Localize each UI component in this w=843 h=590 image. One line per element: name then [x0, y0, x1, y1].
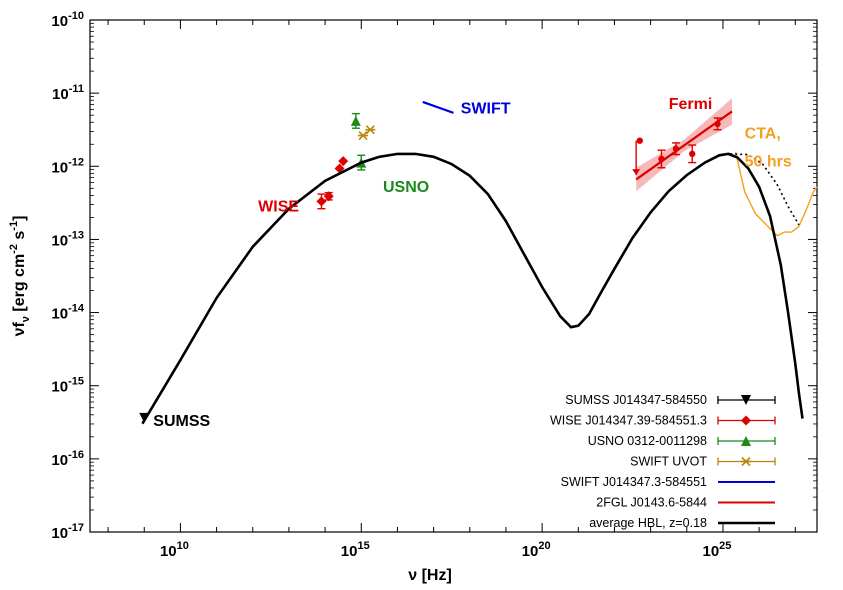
legend-label: 2FGL J0143.6-5844 [596, 496, 707, 510]
tick-labels: 1010 1015 1020 1025 10-10 10-11 10-12 10-13 10-1… [51, 10, 731, 560]
x-axis-label: ν [Hz] [408, 567, 452, 584]
x-tick-label: 1020 [522, 540, 551, 560]
x-tick-label: 1015 [341, 540, 370, 560]
series-6 [141, 152, 804, 425]
legend-sample [717, 395, 776, 405]
legend-sample [717, 415, 776, 426]
y-axis-label: νfν [erg cm-2 s-1] [8, 216, 32, 337]
plot-frame [89, 19, 818, 533]
y-tick-label: 10-16 [51, 449, 84, 469]
axis-ticks [90, 19, 817, 533]
data-point [714, 120, 721, 128]
series-5 [632, 98, 733, 192]
data-point [350, 115, 361, 126]
legend-label: WISE J014347.39-584551.3 [550, 414, 707, 428]
annotation-label: USNO [383, 179, 429, 196]
legend-label: SUMSS J014347-584550 [565, 393, 707, 407]
legend-label: average HBL, z=0.18 [589, 516, 707, 530]
data-point [338, 156, 349, 167]
annotation-label: SWIFT [461, 101, 511, 118]
legend-marker [741, 436, 751, 446]
annotation-label: SUMSS [153, 413, 210, 430]
annotation-label: CTA, [745, 125, 781, 142]
legend-label: USNO 0312-0011298 [588, 434, 707, 448]
legend-marker [741, 456, 751, 467]
y-tick-label: 10-10 [51, 10, 84, 30]
data-point [689, 150, 696, 158]
data-point [636, 137, 643, 144]
x-tick-label: 1025 [702, 540, 731, 560]
legend-sample [717, 456, 776, 467]
y-tick-label: 10-11 [52, 83, 84, 103]
data-point [658, 155, 665, 163]
legend-marker [741, 415, 751, 426]
y-tick-label: 10-12 [51, 156, 84, 176]
cta-sensitivity-curve [734, 151, 818, 237]
annotation-label: WISE [258, 199, 299, 216]
legend-label: SWIFT UVOT [630, 455, 707, 469]
series-1 [316, 156, 349, 210]
swift-xrt-line [422, 100, 454, 114]
data-point [365, 125, 376, 135]
series-3 [358, 125, 376, 141]
x-tick-label: 1010 [160, 540, 189, 560]
y-tick-label: 10-17 [51, 522, 84, 542]
y-tick-label: 10-13 [51, 229, 84, 249]
hbl-unabsorbed-extension [730, 153, 800, 226]
legend-label: SWIFT J014347.3-584551 [561, 475, 707, 489]
data-point [672, 145, 680, 152]
y-tick-label: 10-15 [51, 376, 84, 396]
data-point [323, 191, 334, 202]
legend-sample [717, 436, 776, 446]
annotation-label: Fermi [669, 96, 713, 113]
data-point [358, 131, 369, 141]
data-point [316, 196, 327, 207]
legend-marker [741, 395, 751, 405]
y-tick-label: 10-14 [51, 303, 84, 323]
upper-limit-arrow [632, 169, 641, 176]
series-4 [422, 100, 454, 114]
annotation-label: 50 hrs [745, 153, 792, 170]
hbl-model-curve [141, 152, 804, 425]
